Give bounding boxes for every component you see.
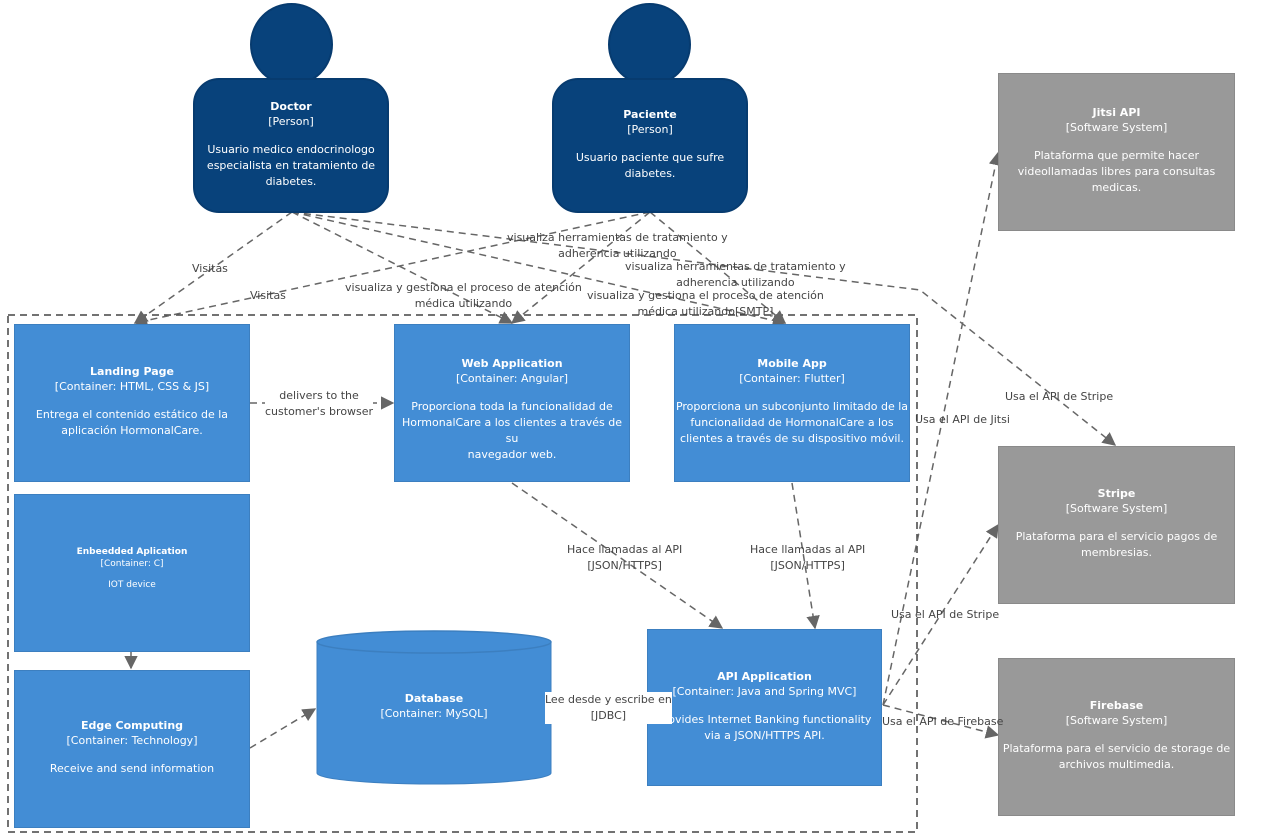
web-application-container[interactable]: Web Application [Container: Angular] Pro…	[394, 324, 630, 482]
mobile-name: Mobile App	[757, 357, 827, 370]
arrow-api-firebase	[882, 704, 1000, 739]
arrow-paciente-web	[510, 211, 651, 324]
landing-desc: Entrega el contenido estático de la apli…	[35, 408, 229, 437]
embedded-desc: IOT device	[108, 580, 156, 590]
edge-label-database: Lee desde y escribe en[JDBC]	[545, 692, 672, 724]
edge-label-stripe-api: Usa el API de Stripe	[891, 608, 1000, 621]
stripe-type: [Software System]	[1065, 502, 1168, 515]
edge-label-vis-gest-2: visualiza y gestiona el proceso de atenc…	[587, 289, 824, 318]
edge-label-firebase: Usa el API de Firebase	[882, 715, 1004, 728]
edge-label-visitas-doctor: Visitas	[192, 262, 228, 275]
jitsi-api-system[interactable]: Jitsi API [Software System] Plataforma q…	[998, 73, 1235, 231]
edge-type: [Container: Technology]	[66, 734, 198, 747]
doctor-person[interactable]: Doctor [Person] Usuario medico endocrino…	[193, 78, 389, 213]
firebase-type: [Software System]	[1065, 714, 1168, 727]
mobile-app-container[interactable]: Mobile App [Container: Flutter] Proporci…	[674, 324, 910, 482]
database-container[interactable]: Database [Container: MySQL]	[317, 692, 551, 720]
paciente-desc: Usuario paciente que sufre diabetes.	[575, 151, 725, 180]
jitsi-name: Jitsi API	[1092, 106, 1141, 119]
paciente-head	[608, 3, 691, 86]
embedded-name: Enbeedded Aplication	[76, 547, 188, 557]
jitsi-desc: Plataforma que permite hacer videollamad…	[1017, 149, 1216, 194]
web-desc: Proporciona toda la funcionalidad de Hor…	[401, 400, 623, 461]
api-type: [Container: Java and Spring MVC]	[672, 685, 857, 698]
edge-computing-container[interactable]: Edge Computing [Container: Technology] R…	[14, 670, 250, 828]
arrow-doctor-web	[291, 211, 514, 324]
paciente-person[interactable]: Paciente [Person] Usuario paciente que s…	[552, 78, 748, 213]
doctor-head	[250, 3, 333, 86]
embedded-type: [Container: C]	[100, 559, 164, 569]
database-cylinder	[316, 630, 552, 785]
api-desc: Provides Internet Banking functionality …	[657, 713, 872, 742]
stripe-system[interactable]: Stripe [Software System] Plataforma para…	[998, 446, 1235, 604]
edge-desc: Receive and send information	[49, 762, 215, 775]
firebase-system[interactable]: Firebase [Software System] Plataforma pa…	[998, 658, 1235, 816]
arrow-doctor-landing	[133, 211, 293, 324]
landing-type: [Container: HTML, CSS & JS]	[54, 380, 210, 393]
arrow-paciente-landing	[133, 211, 651, 328]
firebase-name: Firebase	[1089, 699, 1144, 712]
arrow-paciente-mobile	[649, 211, 787, 324]
arrow-api-jitsi	[882, 151, 1003, 706]
web-type: [Container: Angular]	[455, 372, 569, 385]
arrow-mobile-api	[791, 482, 820, 630]
mobile-type: [Container: Flutter]	[739, 372, 845, 385]
api-name: API Application	[717, 670, 812, 683]
arrow-doctor-stripe	[291, 211, 1117, 446]
edge-label-stripe-doctor: Usa el API de Stripe	[1005, 390, 1114, 403]
landing-page-container[interactable]: Landing Page [Container: HTML, CSS & JS]…	[14, 324, 250, 482]
edge-label-jitsi: Usa el API de Jitsi	[915, 413, 1010, 426]
arrow-web-api	[511, 482, 724, 629]
mobile-desc: Proporciona un subconjunto limitado de l…	[675, 400, 909, 445]
edge-label-visitas-paciente: Visitas	[250, 289, 286, 302]
system-boundary	[7, 314, 918, 833]
paciente-name: Paciente	[623, 108, 677, 121]
landing-name: Landing Page	[90, 365, 174, 378]
database-name: Database	[404, 692, 464, 705]
doctor-desc: Usuario medico endocrinologo especialist…	[206, 143, 376, 188]
jitsi-type: [Software System]	[1065, 121, 1168, 134]
arrow-doctor-mobile	[291, 211, 787, 327]
edge-name: Edge Computing	[80, 719, 184, 732]
paciente-type: [Person]	[627, 123, 673, 136]
doctor-type: [Person]	[268, 115, 314, 128]
edge-label-api-web: Hace llamadas al API[JSON/HTTPS]	[567, 543, 683, 572]
stripe-desc: Plataforma para el servicio pagos de mem…	[1015, 530, 1218, 559]
doctor-name: Doctor	[270, 100, 312, 113]
firebase-desc: Plataforma para el servicio de storage d…	[1002, 742, 1231, 771]
arrow-edge-database	[249, 708, 317, 749]
edge-label-api-mobile: Hace llamadas al API[JSON/HTTPS]	[750, 543, 866, 572]
embedded-application-container[interactable]: Enbeedded Aplication [Container: C] IOT …	[14, 494, 250, 652]
api-application-container[interactable]: API Application [Container: Java and Spr…	[647, 629, 882, 786]
edge-label-vis-gest-1: visualiza y gestiona el proceso de atenc…	[345, 281, 582, 310]
web-name: Web Application	[461, 357, 563, 370]
stripe-name: Stripe	[1097, 487, 1136, 500]
database-type: [Container: MySQL]	[380, 707, 488, 720]
